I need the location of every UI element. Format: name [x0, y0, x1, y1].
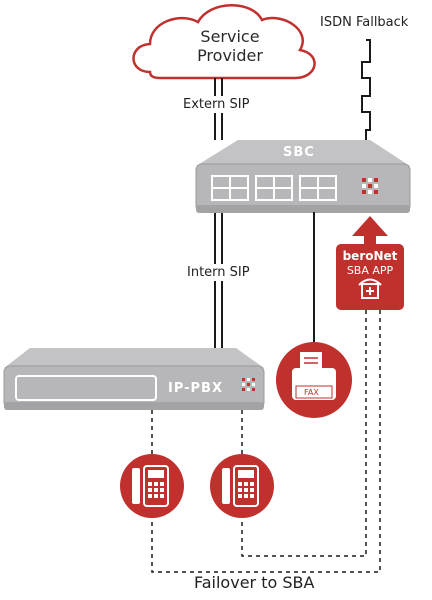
ippbx-label: IP-PBX: [168, 381, 223, 396]
sba-app-name-label: SBA APP: [346, 264, 394, 278]
cloud-label-line2: Provider: [197, 46, 263, 66]
sba-dashed-links: [151, 310, 381, 573]
extern-sip-label: Extern SIP: [181, 96, 252, 113]
ippbx-led-grid: [242, 378, 255, 391]
sbc-led-grid: [362, 178, 378, 194]
fax-icon: [276, 342, 352, 418]
sbc-device: [195, 140, 411, 213]
cloud-icon: [132, 4, 316, 80]
isdn-fallback-line: [361, 39, 371, 144]
phone-icon: [120, 454, 184, 518]
phone-icon: [210, 454, 274, 518]
phone-dashed-links: [151, 410, 243, 458]
ippbx-device: [3, 348, 265, 410]
emergency-phone-icon: [358, 278, 382, 299]
intern-sip-label: Intern SIP: [185, 264, 252, 281]
sbc-label: SBC: [283, 145, 315, 160]
fax-label: FAX: [304, 388, 319, 397]
sba-app-label: beroNet SBA APP: [336, 249, 404, 278]
cloud-label: Service Provider: [178, 27, 282, 65]
sba-app-box: [336, 216, 404, 310]
sba-brand-label: beroNet: [342, 249, 398, 263]
arrow-up-icon: [352, 216, 388, 236]
cloud-label-line1: Service: [200, 27, 260, 46]
failover-label: Failover to SBA: [190, 574, 319, 592]
isdn-fallback-label: ISDN Fallback: [320, 15, 409, 30]
